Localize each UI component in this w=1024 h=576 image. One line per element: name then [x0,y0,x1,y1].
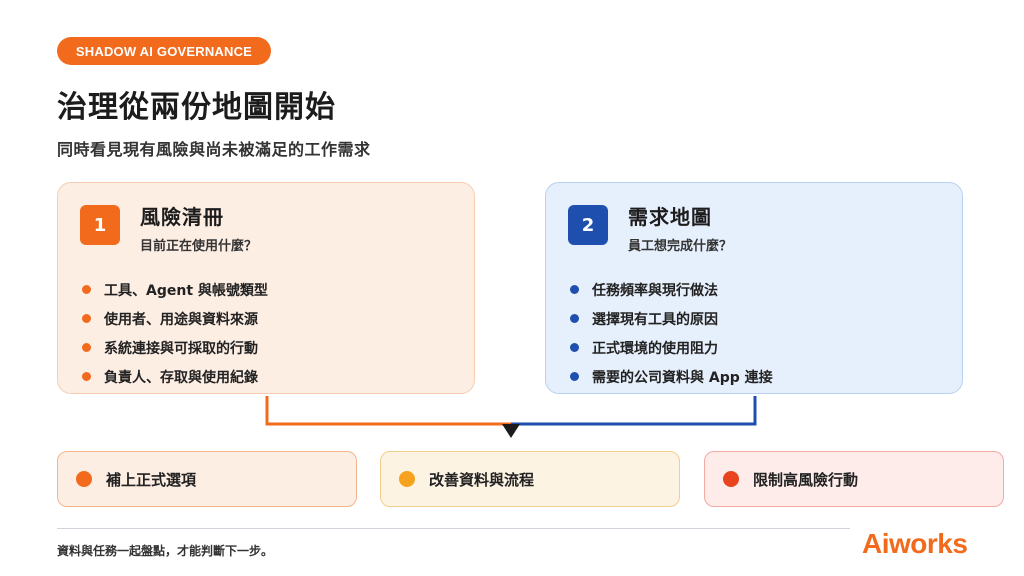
list-item: 選擇現有工具的原因 [570,304,773,333]
action-label: 補上正式選項 [106,470,197,489]
amber-dot-icon [399,471,415,487]
list-item-text: 需要的公司資料與 App 連接 [592,369,773,386]
risk-connector-line [265,396,511,426]
bullet-dot-icon [570,285,579,294]
list-item: 負責人、存取與使用紀錄 [82,362,268,391]
orange-dot-icon [76,471,92,487]
action-label: 限制高風險行動 [753,470,859,489]
page-title: 治理從兩份地圖開始 [57,90,336,125]
list-item: 任務頻率與現行做法 [570,275,773,304]
list-item-text: 負責人、存取與使用紀錄 [104,369,258,386]
action-improve-data-process: 改善資料與流程 [380,451,680,507]
list-item-text: 使用者、用途與資料來源 [104,311,258,328]
bullet-dot-icon [82,314,91,323]
bullet-dot-icon [570,343,579,352]
action-label: 改善資料與流程 [429,470,535,489]
list-item-text: 系統連接與可採取的行動 [104,340,258,357]
card-number-badge: 1 [80,205,120,245]
card-title: 需求地圖 [628,205,712,229]
card-item-list: 工具、Agent 與帳號類型 使用者、用途與資料來源 系統連接與可採取的行動 負… [82,275,268,391]
risk-inventory-card: 1 風險清冊 目前正在使用什麼？ 工具、Agent 與帳號類型 使用者、用途與資… [57,182,475,394]
list-item: 正式環境的使用阻力 [570,333,773,362]
footer-divider [57,528,850,529]
list-item: 工具、Agent 與帳號類型 [82,275,268,304]
down-arrow-icon [502,424,520,438]
red-dot-icon [723,471,739,487]
action-restrict-high-risk: 限制高風險行動 [704,451,1004,507]
card-question: 目前正在使用什麼？ [140,239,258,254]
list-item-text: 正式環境的使用阻力 [592,340,718,357]
card-number-badge: 2 [568,205,608,245]
section-tag: SHADOW AI GOVERNANCE [57,37,271,65]
card-item-list: 任務頻率與現行做法 選擇現有工具的原因 正式環境的使用阻力 需要的公司資料與 A… [570,275,773,391]
brand-logo: Aiworks [862,528,968,559]
list-item: 需要的公司資料與 App 連接 [570,362,773,391]
bullet-dot-icon [82,372,91,381]
list-item: 使用者、用途與資料來源 [82,304,268,333]
list-item: 系統連接與可採取的行動 [82,333,268,362]
bullet-dot-icon [570,372,579,381]
page-subtitle: 同時看見現有風險與尚未被滿足的工作需求 [57,140,371,159]
need-connector-line [511,396,757,426]
action-formal-option: 補上正式選項 [57,451,357,507]
bullet-dot-icon [82,343,91,352]
card-question: 員工想完成什麼？ [628,239,733,254]
bullet-dot-icon [82,285,91,294]
demand-map-card: 2 需求地圖 員工想完成什麼？ 任務頻率與現行做法 選擇現有工具的原因 正式環境… [545,182,963,394]
list-item-text: 選擇現有工具的原因 [592,311,718,328]
card-title: 風險清冊 [140,205,224,229]
bullet-dot-icon [570,314,579,323]
list-item-text: 工具、Agent 與帳號類型 [104,282,268,299]
footnote: 資料與任務一起盤點，才能判斷下一步。 [57,544,274,558]
list-item-text: 任務頻率與現行做法 [592,282,718,299]
